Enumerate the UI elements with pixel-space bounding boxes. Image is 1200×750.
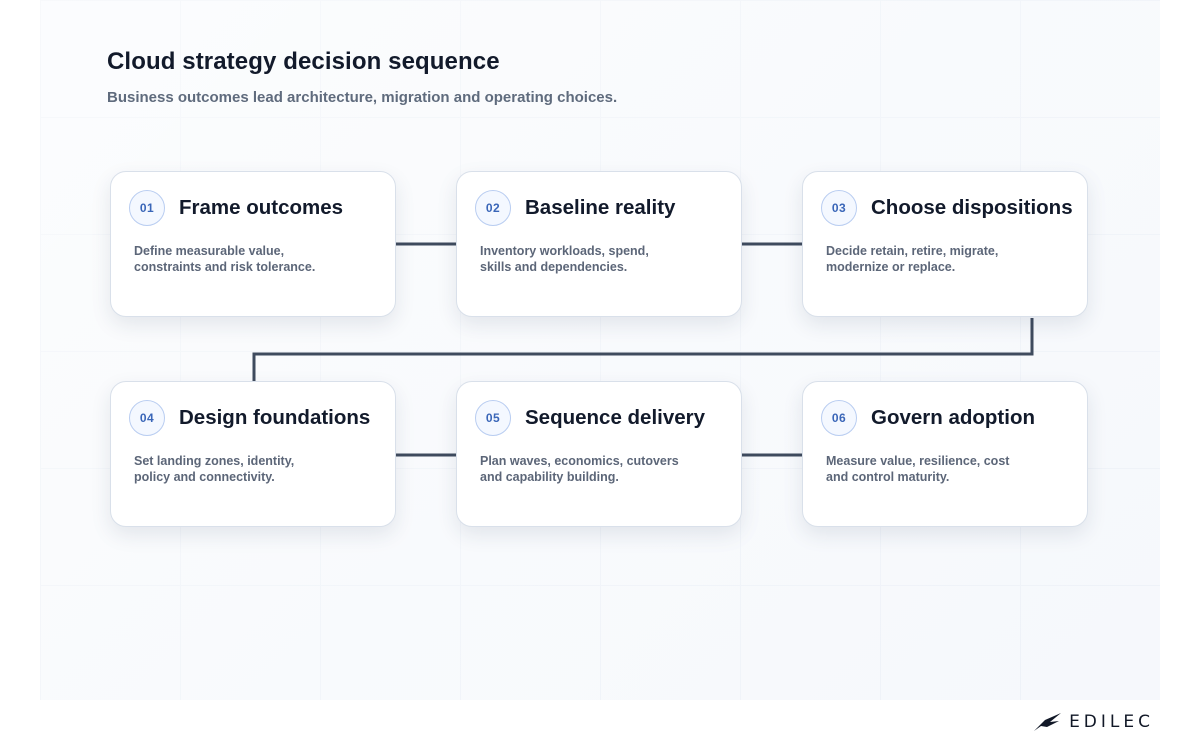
canvas-background xyxy=(40,0,1160,700)
step-card-3: 03 Choose dispositions Decide retain, re… xyxy=(802,171,1088,317)
step-description: Measure value, resilience, cost and cont… xyxy=(826,454,1010,484)
step-title: Frame outcomes xyxy=(179,196,344,219)
step-description: Set landing zones, identity, policy and … xyxy=(134,454,295,484)
step-card-1: 01 Frame outcomes Define measurable valu… xyxy=(110,171,396,317)
step-card-6: 06 Govern adoption Measure value, resili… xyxy=(802,381,1088,527)
connector-03-04 xyxy=(252,318,1034,382)
step-description: Decide retain, retire, migrate, moderniz… xyxy=(826,244,999,274)
step-card-5: 05 Sequence delivery Plan waves, economi… xyxy=(456,381,742,527)
logo-wordmark: EDILEC xyxy=(1069,712,1154,732)
step-number-badge: 01 xyxy=(129,190,165,226)
step-number-badge: 06 xyxy=(821,400,857,436)
diagram-title: Cloud strategy decision sequence xyxy=(107,48,500,75)
diagram-subtitle: Business outcomes lead architecture, mig… xyxy=(107,89,618,106)
diagram-canvas xyxy=(40,0,1160,700)
step-number-badge: 02 xyxy=(475,190,511,226)
step-card-2: 02 Baseline reality Inventory workloads,… xyxy=(456,171,742,317)
step-title: Baseline reality xyxy=(525,196,676,219)
step-description: Inventory workloads, spend, skills and d… xyxy=(480,244,649,274)
step-title: Choose dispositions xyxy=(871,196,1073,219)
step-title: Govern adoption xyxy=(871,406,1035,429)
step-number-badge: 05 xyxy=(475,400,511,436)
step-card-4: 04 Design foundations Set landing zones,… xyxy=(110,381,396,527)
step-description: Plan waves, economics, cutovers and capa… xyxy=(480,454,679,484)
edilec-bird-icon xyxy=(1034,713,1062,731)
step-title: Design foundations xyxy=(179,406,371,429)
step-number-badge: 03 xyxy=(821,190,857,226)
step-description: Define measurable value, constraints and… xyxy=(134,244,316,274)
step-number-badge: 04 xyxy=(129,400,165,436)
brand-logo: EDILEC xyxy=(1033,711,1154,733)
step-title: Sequence delivery xyxy=(525,406,706,429)
